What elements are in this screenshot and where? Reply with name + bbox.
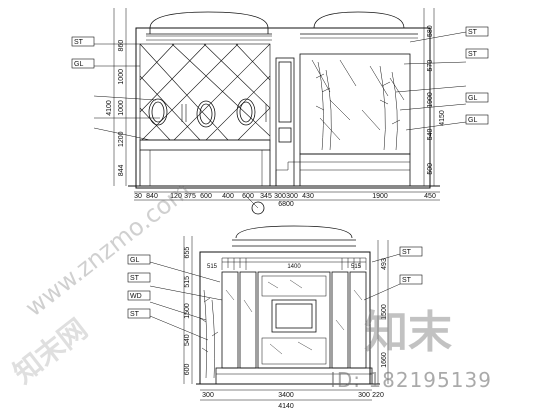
dim-upper-bottom: 300 xyxy=(274,193,286,200)
dim-upper-bottom: 430 xyxy=(302,193,314,200)
dim-lower-top: 515 xyxy=(351,264,362,270)
dim-upper-bottom: 600 xyxy=(200,193,212,200)
tag-lower-left: ST xyxy=(130,311,140,318)
dim-lower-left: 655 xyxy=(184,247,191,259)
dim-lower-left: 515 xyxy=(184,276,191,288)
dim-lower-bottom-total: 4140 xyxy=(278,403,294,410)
leader-lines xyxy=(93,31,467,341)
dim-lower-bottom: 220 xyxy=(372,392,384,399)
tag-lower-left-box xyxy=(127,290,151,301)
tag-upper-left: GL xyxy=(74,61,83,68)
dim-upper-bottom: 1900 xyxy=(372,193,388,200)
tag-lower-right-box xyxy=(399,274,423,285)
tag-lower-left-box xyxy=(127,254,151,265)
dim-lower-right: 493 xyxy=(381,258,388,270)
dim-upper-bottom: 30 xyxy=(134,193,142,200)
dim-upper-bottom: 840 xyxy=(146,193,158,200)
dim-upper-left: 860 xyxy=(118,40,125,52)
dim-upper-left: 1200 xyxy=(118,131,125,147)
dim-lower-top: 1400 xyxy=(287,264,301,270)
dim-lower-right: 1500 xyxy=(381,304,388,320)
dim-lower-bottom: 3400 xyxy=(278,392,294,399)
dim-upper-bottom-total: 6800 xyxy=(278,201,294,208)
tag-upper-right-box xyxy=(465,26,489,37)
dim-upper-bottom: 345 xyxy=(260,193,272,200)
tag-lower-left: WD xyxy=(130,293,142,300)
tag-upper-right: GL xyxy=(468,117,477,124)
upper-elevation xyxy=(128,11,440,215)
tag-upper-right-box xyxy=(465,48,489,59)
tag-upper-right: ST xyxy=(468,29,478,36)
dim-upper-right: 580 xyxy=(427,25,434,37)
tag-upper-right: GL xyxy=(468,95,477,102)
dim-upper-right: 1900 xyxy=(427,92,434,108)
tag-lower-right: ST xyxy=(402,277,412,284)
dim-upper-left: 1000 xyxy=(118,100,125,116)
tag-lower-right-box xyxy=(399,246,423,257)
tag-lower-left: GL xyxy=(130,257,139,264)
dim-lower-top: 515 xyxy=(207,264,218,270)
dim-upper-bottom: 400 xyxy=(222,193,234,200)
dim-upper-bottom: 375 xyxy=(184,193,196,200)
tag-upper-right-box xyxy=(465,114,489,125)
tag-upper-left-box xyxy=(71,36,95,47)
dim-lower-right: 1660 xyxy=(381,352,388,368)
dim-upper-bottom: 300 xyxy=(286,193,298,200)
dim-upper-right: 500 xyxy=(427,163,434,175)
tag-upper-left-box xyxy=(71,58,95,69)
dimension-lines xyxy=(113,8,440,401)
dim-upper-right-total: 4150 xyxy=(439,110,446,126)
dim-upper-right: 570 xyxy=(427,60,434,72)
lower-elevation xyxy=(196,225,380,385)
dim-upper-left-total: 4100 xyxy=(106,100,113,116)
dim-lower-left: 1500 xyxy=(184,303,191,319)
tag-upper-right-box xyxy=(465,92,489,103)
dim-upper-bottom: 600 xyxy=(242,193,254,200)
dim-lower-left: 540 xyxy=(184,334,191,346)
tag-upper-left: ST xyxy=(74,39,84,46)
dim-lower-left: 600 xyxy=(184,363,191,375)
dim-upper-left: 1000 xyxy=(118,69,125,85)
tag-lower-left-box xyxy=(127,272,151,283)
dim-upper-bottom: 450 xyxy=(424,193,436,200)
dim-upper-bottom: 120 xyxy=(170,193,182,200)
dim-upper-right: 540 xyxy=(427,128,434,140)
dim-upper-left: 844 xyxy=(118,164,125,176)
dim-lower-bottom: 300 xyxy=(358,392,370,399)
tag-upper-right: ST xyxy=(468,51,478,58)
tag-lower-left: ST xyxy=(130,275,140,282)
tag-lower-left-box xyxy=(127,308,151,319)
dim-lower-bottom: 300 xyxy=(202,392,214,399)
tag-lower-right: ST xyxy=(402,249,412,256)
